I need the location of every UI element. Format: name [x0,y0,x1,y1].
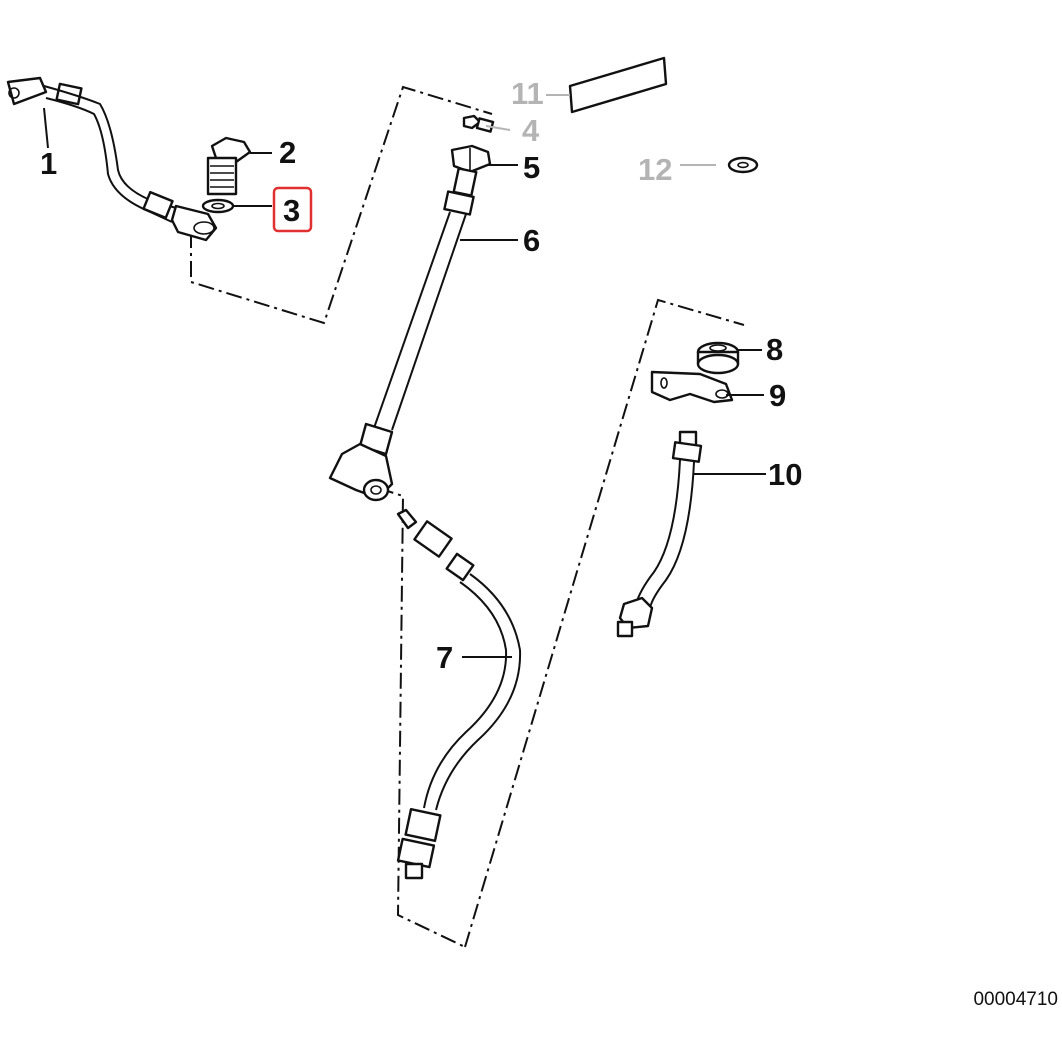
callout-9[interactable]: 9 [769,378,786,413]
part-8-grommet[interactable] [696,341,740,375]
callout-3-highlight [272,186,313,233]
callout-3[interactable]: 3 [283,193,300,228]
callout-4[interactable]: 4 [522,113,540,148]
callout-1[interactable]: 1 [40,146,57,181]
callout-10[interactable]: 10 [768,457,802,492]
part-9-bracket[interactable] [650,370,734,404]
part-12-washer[interactable] [727,156,759,174]
part-11-strip[interactable] [568,56,668,114]
part-1-brake-pipe[interactable] [6,76,218,242]
callout-2[interactable]: 2 [279,135,296,170]
callout-12[interactable]: 12 [638,152,672,187]
part-2-banjo-bolt[interactable] [206,136,252,196]
callout-7[interactable]: 7 [436,640,453,675]
part-10-brake-pipe[interactable] [616,430,703,638]
callout-5[interactable]: 5 [523,150,540,185]
callout-8[interactable]: 8 [766,332,783,367]
part-6-brake-hose[interactable] [328,167,478,502]
group-outline-lower [377,298,745,948]
part-7-brake-line[interactable] [396,508,522,880]
part-3-sealing-washer[interactable] [201,198,235,214]
callout-11[interactable]: 11 [511,76,544,111]
leader-lines [43,94,766,658]
callout-6[interactable]: 6 [523,223,540,258]
catalog-number: 00004710 [973,989,1058,1010]
part-4-screw[interactable] [462,114,495,133]
group-outline-upper [190,85,493,325]
